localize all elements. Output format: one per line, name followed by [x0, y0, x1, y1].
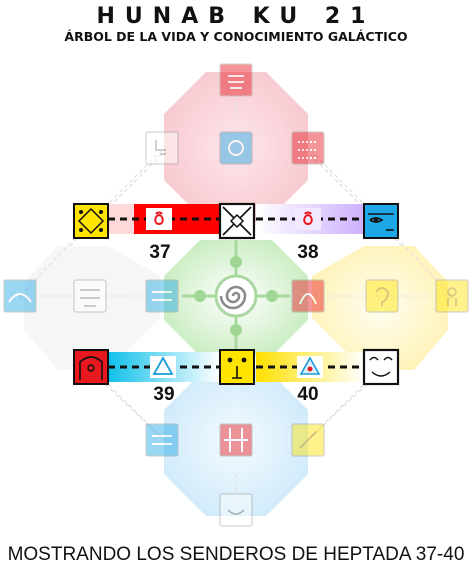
- left-gray-octagon: [24, 246, 160, 370]
- caption: MOSTRANDO LOS SENDEROS DE HEPTADA 37-40: [7, 544, 465, 565]
- glyph-top-center-blue: [219, 131, 253, 165]
- path-37-label: 37: [149, 242, 170, 263]
- glyph-bottom-left-blue: [145, 423, 179, 457]
- glyph-blue-eye: [363, 203, 399, 239]
- faded-glyphs: [3, 63, 469, 527]
- glyph-red-moon: [73, 349, 109, 385]
- red-seed-glyph-icon: [154, 211, 164, 225]
- glyph-white-wind: [362, 348, 400, 386]
- path-39-label: 39: [153, 384, 174, 405]
- glyph-left-white: [73, 279, 107, 313]
- center-beads: [194, 256, 278, 336]
- glyph-top-left-white: [145, 131, 179, 165]
- glyph-bottom-white: [219, 493, 253, 527]
- path-40: [256, 352, 364, 382]
- glyph-right-yellow: [365, 279, 399, 313]
- glyph-yellow-star: [73, 203, 109, 239]
- yellow-triangle-glyph-icon: [299, 356, 321, 375]
- path-38: [256, 204, 364, 234]
- violet-seed-glyph-icon: [303, 211, 313, 225]
- bottom-blue-octagon: [164, 368, 308, 516]
- path-37: [108, 204, 220, 234]
- glyph-far-right-yellow: [435, 279, 469, 313]
- glyph-yellow-face: [219, 349, 255, 385]
- right-yellow-octagon: [312, 246, 448, 370]
- glyph-top-right-red: [291, 131, 325, 165]
- blue-triangle-glyph-icon: [152, 356, 174, 375]
- page-subtitle: ÁRBOL DE LA VIDA Y CONOCIMIENTO GALÁCTIC…: [64, 29, 408, 44]
- glyph-center-right-red: [291, 279, 325, 313]
- path-40-label: 40: [297, 384, 318, 405]
- glyph-bottom-right-yellow: [291, 423, 325, 457]
- spiral-icon: [219, 285, 247, 310]
- page-title: HUNAB KU 21: [96, 4, 376, 29]
- path-39: [108, 352, 220, 382]
- glyph-bottom-center-red: [219, 423, 253, 457]
- path-38-label: 38: [297, 242, 318, 263]
- top-pink-octagon: [164, 72, 308, 222]
- glyph-far-left-blue: [3, 279, 37, 313]
- glyph-center-left-blue: [145, 279, 179, 313]
- glyph-white-mirror: [218, 202, 256, 240]
- glyph-top-red: [219, 63, 253, 97]
